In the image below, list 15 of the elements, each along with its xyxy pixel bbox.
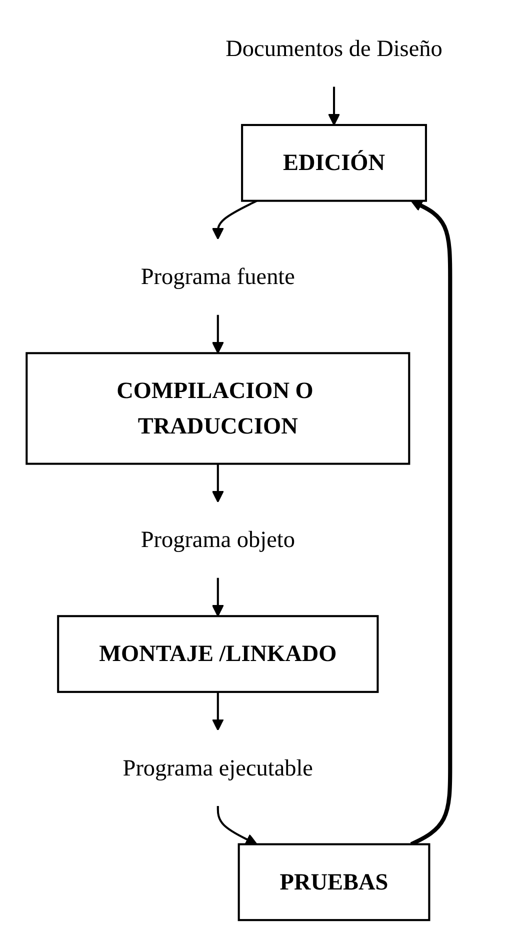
node-text: Programa fuente bbox=[140, 264, 295, 290]
arrow bbox=[216, 806, 258, 845]
node-text: Programa objeto bbox=[140, 526, 295, 553]
arrow bbox=[212, 200, 258, 240]
node-box: MONTAJE /LINKADO bbox=[57, 615, 379, 693]
node-box: EDICIÓN bbox=[241, 124, 427, 202]
arrow bbox=[328, 86, 340, 126]
node-box: PRUEBAS bbox=[238, 843, 430, 922]
arrow bbox=[212, 314, 224, 354]
arrow bbox=[212, 464, 224, 503]
node-text: Documentos de Diseño bbox=[226, 36, 442, 62]
arrow bbox=[212, 692, 224, 731]
node-box: COMPILACION O TRADUCCION bbox=[26, 352, 410, 465]
node-text: Programa ejecutable bbox=[122, 754, 314, 781]
arrow bbox=[212, 578, 224, 617]
